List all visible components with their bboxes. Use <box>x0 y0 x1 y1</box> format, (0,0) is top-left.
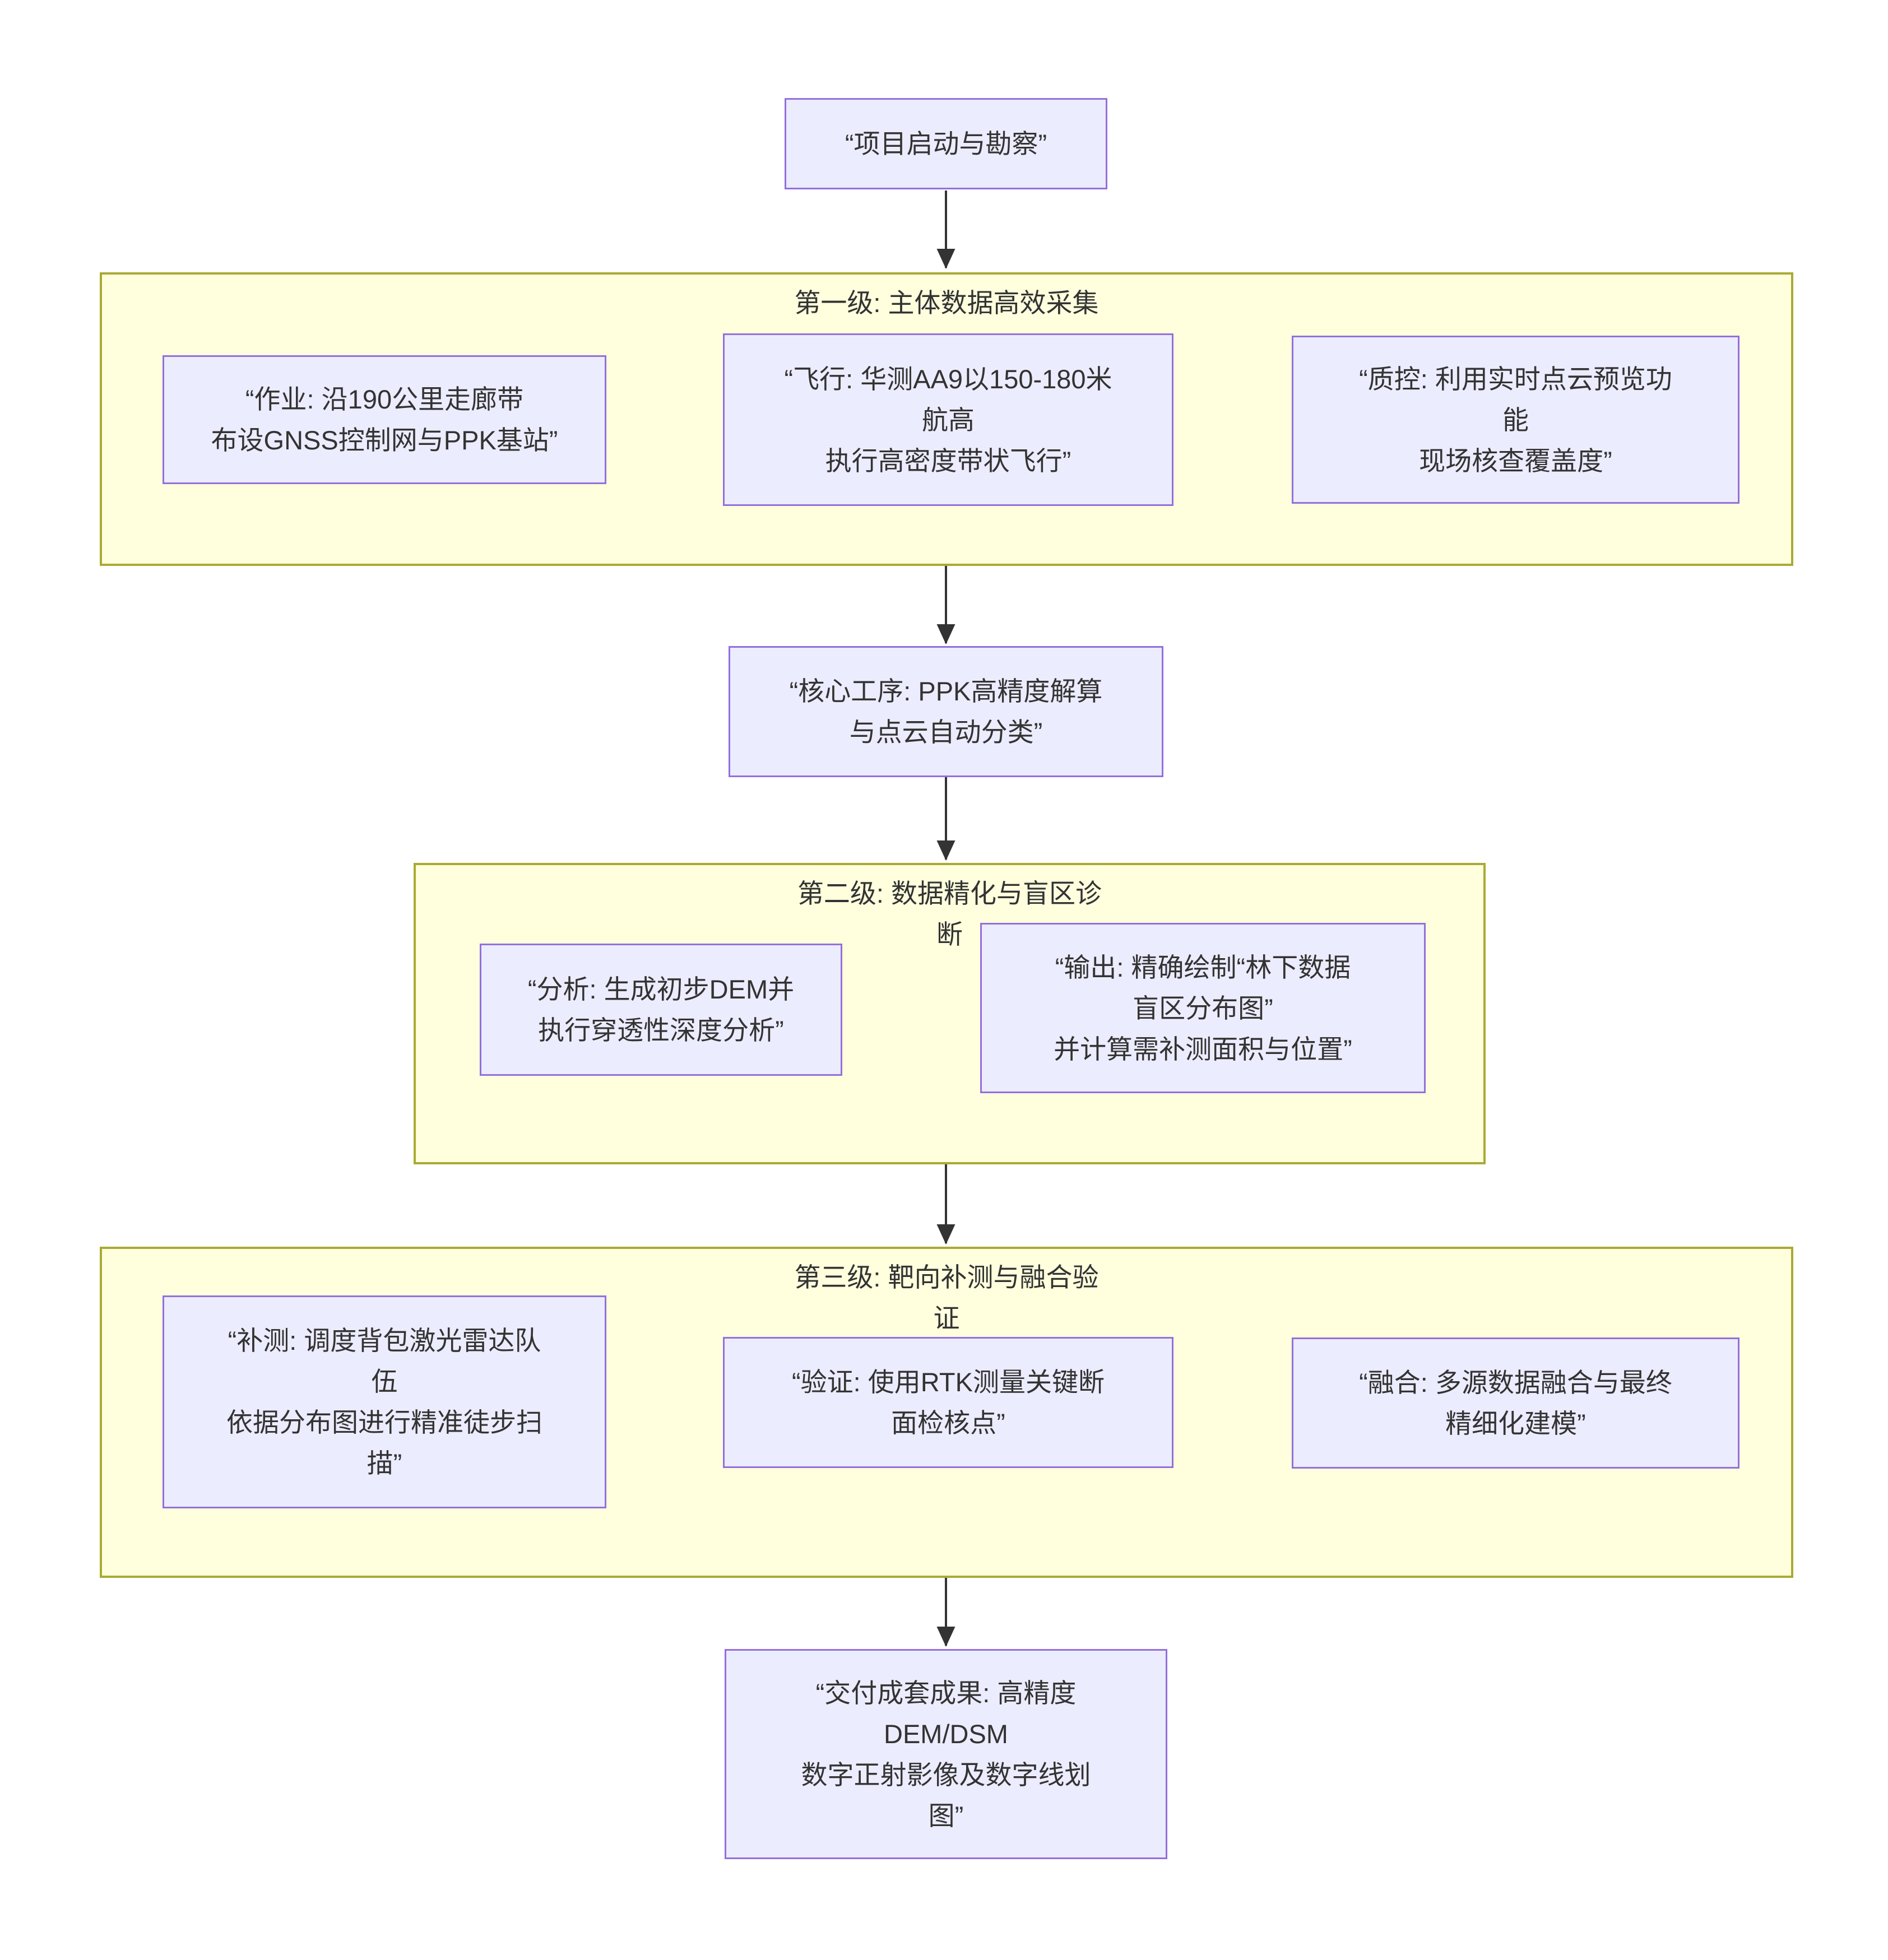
node-deliver: “交付成套成果: 高精度 DEM/DSM 数字正射影像及数字线划 图” <box>725 1649 1167 1859</box>
node-verify-label: “验证: 使用RTK测量关键断 面检核点” <box>792 1367 1105 1438</box>
node-qc: “质控: 利用实时点云预览功 能 现场核查覆盖度” <box>1292 336 1739 504</box>
node-flight: “飞行: 华测AA9以150-180米 航高 执行高密度带状飞行” <box>723 333 1173 506</box>
stage3-title: 第三级: 靶向补测与融合验 证 <box>794 1262 1099 1333</box>
node-analysis: “分析: 生成初步DEM并 执行穿透性深度分析” <box>480 944 842 1076</box>
node-survey-label: “作业: 沿190公里走廊带 布设GNSS控制网与PPK基站” <box>211 384 558 455</box>
stage2-container: 第二级: 数据精化与盲区诊 断 “分析: 生成初步DEM并 执行穿透性深度分析”… <box>414 863 1486 1164</box>
node-analysis-label: “分析: 生成初步DEM并 执行穿透性深度分析” <box>527 974 795 1045</box>
node-deliver-label: “交付成套成果: 高精度 DEM/DSM 数字正射影像及数字线划 图” <box>801 1678 1091 1831</box>
node-qc-label: “质控: 利用实时点云预览功 能 现场核查覆盖度” <box>1359 364 1672 476</box>
node-start-label: “项目启动与勘察” <box>845 129 1047 159</box>
node-fusion: “融合: 多源数据融合与最终 精细化建模” <box>1292 1337 1739 1469</box>
node-core: “核心工序: PPK高精度解算 与点云自动分类” <box>729 646 1163 777</box>
node-fusion-label: “融合: 多源数据融合与最终 精细化建模” <box>1359 1368 1672 1438</box>
stage1-container: 第一级: 主体数据高效采集 “作业: 沿190公里走廊带 布设GNSS控制网与P… <box>100 272 1793 566</box>
node-verify: “验证: 使用RTK测量关键断 面检核点” <box>723 1337 1173 1468</box>
node-resurvey: “补测: 调度背包激光雷达队 伍 依据分布图进行精准徒步扫 描” <box>163 1295 606 1508</box>
node-resurvey-label: “补测: 调度背包激光雷达队 伍 依据分布图进行精准徒步扫 描” <box>226 1326 542 1478</box>
node-start: “项目启动与勘察” <box>785 98 1107 189</box>
stage1-title: 第一级: 主体数据高效采集 <box>794 288 1099 318</box>
node-output-label: “输出: 精确绘制“林下数据 盲区分布图” 并计算需补测面积与位置” <box>1054 952 1352 1064</box>
node-flight-label: “飞行: 华测AA9以150-180米 航高 执行高密度带状飞行” <box>784 364 1112 476</box>
node-survey: “作业: 沿190公里走廊带 布设GNSS控制网与PPK基站” <box>163 355 606 484</box>
stage3-container: 第三级: 靶向补测与融合验 证 “补测: 调度背包激光雷达队 伍 依据分布图进行… <box>100 1247 1793 1578</box>
node-output: “输出: 精确绘制“林下数据 盲区分布图” 并计算需补测面积与位置” <box>980 923 1426 1093</box>
stage2-title: 第二级: 数据精化与盲区诊 断 <box>797 879 1102 949</box>
node-core-label: “核心工序: PPK高精度解算 与点云自动分类” <box>789 676 1103 747</box>
